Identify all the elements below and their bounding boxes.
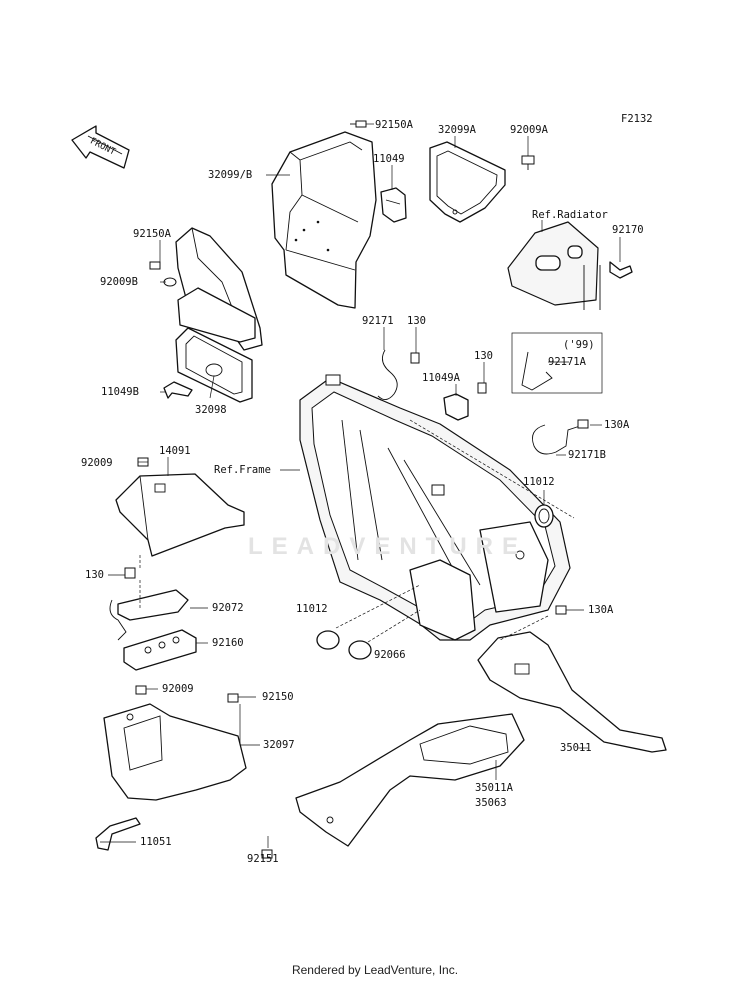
hook-92171b-shape — [531, 424, 581, 455]
part-label-32099a[interactable]: 32099A — [438, 124, 476, 136]
part-label-11051[interactable]: 11051 — [140, 836, 172, 848]
part-label-92009a[interactable]: 92009A — [510, 124, 548, 136]
cap-11012-right-icon — [534, 504, 554, 528]
brace-35011-shape — [477, 631, 667, 753]
bolt-92009-low-icon — [135, 685, 147, 695]
footer-credit: Rendered by LeadVenture, Inc. — [291, 963, 459, 977]
part-label-32098[interactable]: 32098 — [195, 404, 227, 416]
part-label-35011[interactable]: 35011 — [560, 742, 592, 754]
part-label-11012-left[interactable]: 11012 — [296, 603, 328, 615]
part-label-92171a[interactable]: 92171A — [548, 356, 586, 368]
bolt-92150-icon — [227, 693, 239, 703]
bolt-92150a-left-icon — [149, 261, 161, 270]
note-99-label: ('99) — [563, 339, 595, 351]
part-label-92066[interactable]: 92066 — [374, 649, 406, 661]
hook-92171-shape — [377, 349, 398, 400]
cover-32099b-shape — [271, 131, 377, 309]
box-32097-shape — [103, 703, 247, 801]
clip-92170-shape — [609, 261, 633, 279]
radiator-ref-shape — [507, 221, 601, 310]
part-label-92151[interactable]: 92151 — [247, 853, 279, 865]
bracket-35011a-shape — [295, 713, 525, 847]
variant-99-box — [511, 332, 603, 394]
part-label-92150a-top[interactable]: 92150A — [375, 119, 413, 131]
cover-14091-shape — [115, 473, 245, 557]
bolt-130a-mid-icon — [555, 605, 567, 615]
cover-32099a-shape — [429, 141, 506, 223]
watermark: LEADVENTURE — [248, 533, 528, 560]
bracket-11049a-shape — [443, 393, 469, 421]
radiator-ref-label[interactable]: Ref.Radiator — [532, 209, 608, 221]
diagram-code: F2132 — [621, 113, 653, 125]
part-label-11049b[interactable]: 11049B — [101, 386, 139, 398]
bolt-130-a-icon — [410, 352, 420, 364]
bracket-11049-shape — [380, 187, 407, 223]
part-label-92150[interactable]: 92150 — [262, 691, 294, 703]
part-label-92160[interactable]: 92160 — [212, 637, 244, 649]
part-label-130-b[interactable]: 130 — [474, 350, 493, 362]
part-label-92171[interactable]: 92171 — [362, 315, 394, 327]
cover-32098-shape — [175, 287, 256, 403]
bolt-92009a-icon — [521, 155, 535, 170]
part-label-92170[interactable]: 92170 — [612, 224, 644, 236]
bolt-130-b-icon — [477, 382, 487, 394]
part-label-92150a-left[interactable]: 92150A — [133, 228, 171, 240]
part-label-92009-left[interactable]: 92009 — [81, 457, 113, 469]
part-label-32097[interactable]: 32097 — [263, 739, 295, 751]
part-label-32099b[interactable]: 32099/B — [208, 169, 253, 181]
part-label-92009-low[interactable]: 92009 — [162, 683, 194, 695]
part-label-11049[interactable]: 11049 — [373, 153, 405, 165]
bolt-130-left-icon — [124, 567, 136, 579]
cap-92066-icon — [348, 640, 372, 660]
part-label-35011a[interactable]: 35011A — [475, 782, 513, 794]
bolt-92150a-top-icon — [350, 120, 367, 128]
cap-11012-left-icon — [316, 630, 340, 650]
part-label-14091[interactable]: 14091 — [159, 445, 191, 457]
frame-ref-label[interactable]: Ref.Frame — [214, 464, 271, 476]
part-label-92009b[interactable]: 92009B — [100, 276, 138, 288]
bracket-11051-shape — [95, 817, 141, 851]
part-label-11012-right[interactable]: 11012 — [523, 476, 555, 488]
bolt-92151-icon — [261, 849, 273, 859]
bolt-130a-right-icon — [577, 419, 589, 429]
part-label-11049a[interactable]: 11049A — [422, 372, 460, 384]
part-label-130-left[interactable]: 130 — [85, 569, 104, 581]
bracket-92072-shape — [109, 589, 189, 641]
part-label-92072[interactable]: 92072 — [212, 602, 244, 614]
part-label-130-a[interactable]: 130 — [407, 315, 426, 327]
part-label-130a-mid[interactable]: 130A — [588, 604, 614, 616]
part-label-35063[interactable]: 35063 — [475, 797, 507, 809]
frame-ref-shape — [299, 374, 571, 641]
holder-92160-shape — [123, 629, 197, 671]
part-label-92171b[interactable]: 92171B — [568, 449, 606, 461]
part-label-130a-right[interactable]: 130A — [604, 419, 630, 431]
leader-lines — [100, 123, 621, 848]
bracket-11049b-shape — [163, 381, 193, 399]
front-arrow-icon — [71, 125, 130, 169]
